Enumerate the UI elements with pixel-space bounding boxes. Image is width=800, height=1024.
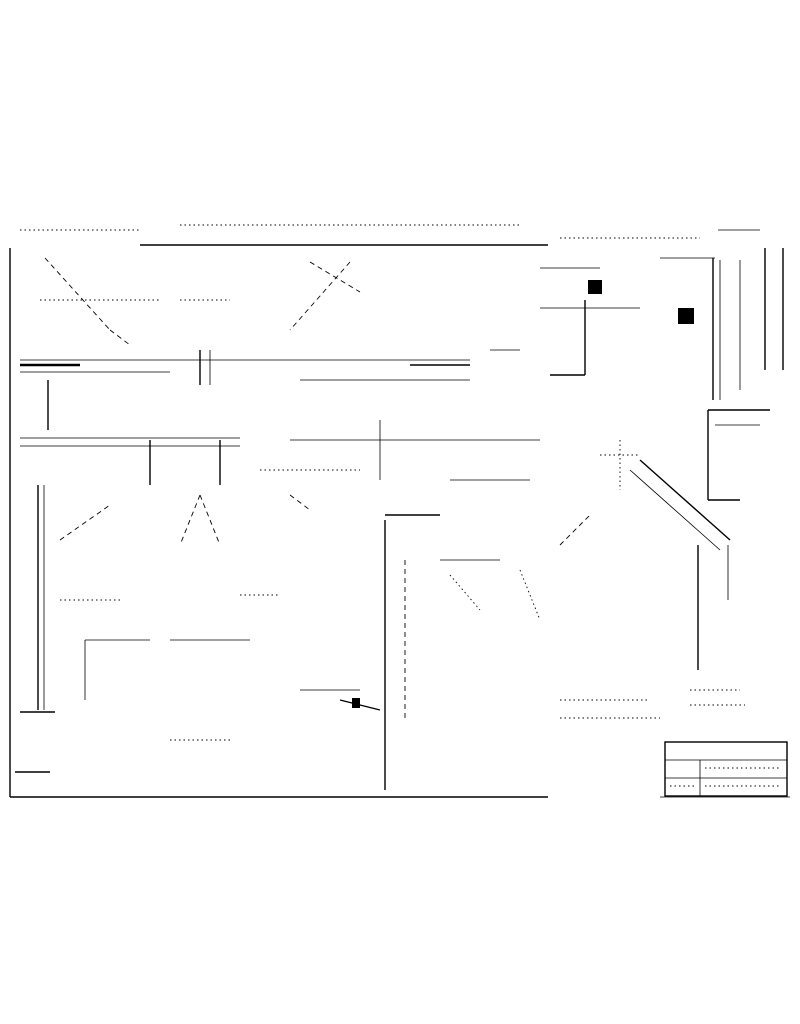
room-top-center <box>160 261 520 385</box>
notes-area <box>560 689 745 719</box>
wall-center-vertical <box>384 520 541 790</box>
corridor-middle <box>20 420 540 516</box>
sheet-border <box>9 224 790 798</box>
title-block <box>664 741 788 797</box>
room-bottom-left <box>15 485 150 773</box>
room-right <box>540 257 770 670</box>
room-top-left <box>20 257 170 430</box>
room-bottom-center <box>170 494 381 741</box>
